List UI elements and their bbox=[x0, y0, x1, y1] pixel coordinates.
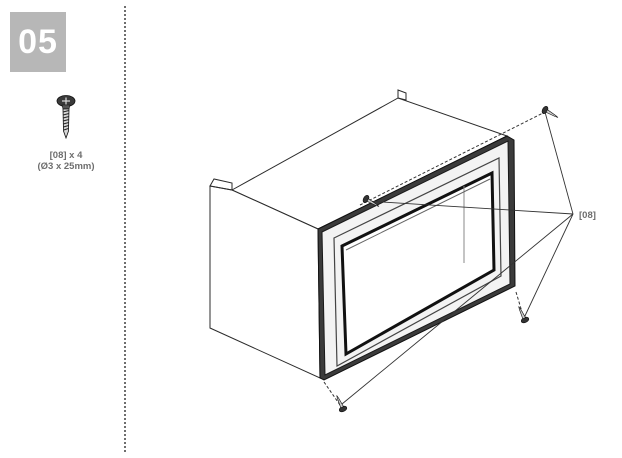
screw-top-center bbox=[362, 195, 380, 207]
cabinet-left-flange bbox=[209, 178, 233, 191]
screw-top-right bbox=[541, 106, 559, 118]
screw-bottom-right bbox=[518, 306, 530, 324]
wood-screw-icon bbox=[56, 95, 76, 139]
screw-bottom-left bbox=[336, 395, 348, 413]
step-badge: 05 bbox=[10, 12, 66, 72]
door-inner-bevel bbox=[333, 157, 502, 368]
part-size: (Ø3 x 25mm) bbox=[37, 161, 95, 172]
cabinet-back-edge bbox=[397, 89, 407, 101]
callout-label: [08] bbox=[579, 210, 596, 221]
door-glass-panel bbox=[340, 170, 496, 357]
part-quantity: [08] x 4 bbox=[49, 150, 83, 161]
dotted-divider bbox=[124, 6, 126, 452]
step-number: 05 bbox=[18, 22, 58, 61]
